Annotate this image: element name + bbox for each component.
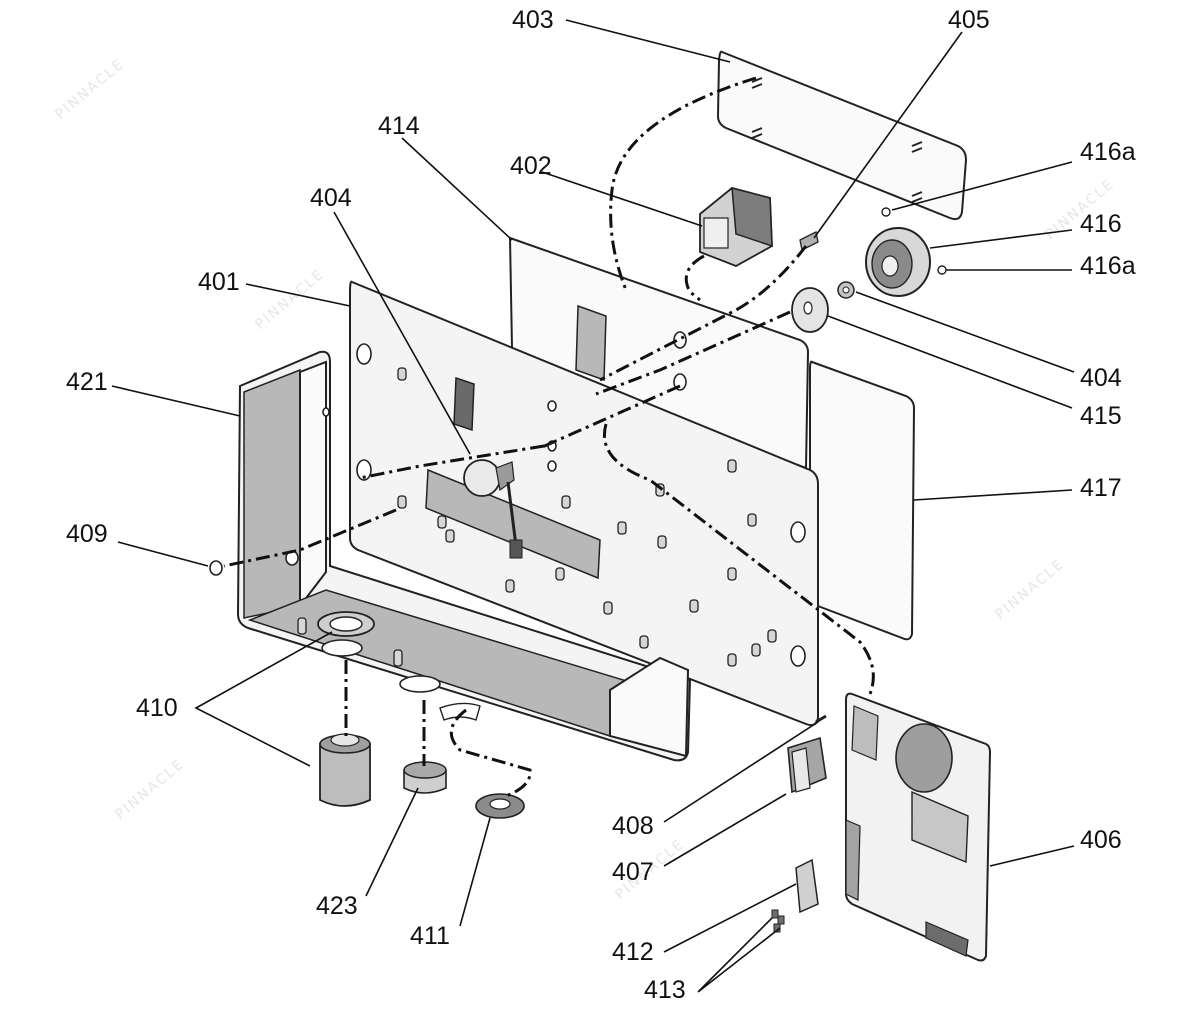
callout-421: 421 [66, 368, 108, 396]
part-402-switch [699, 187, 773, 267]
part-411-grommet [475, 793, 525, 819]
plate-401-slots [397, 367, 777, 667]
leader-lines [111, 19, 1075, 993]
part-405-screw [799, 231, 819, 251]
watermark-text: PINNACLE [112, 756, 188, 823]
part-412-header [795, 858, 819, 914]
part-408-pin [815, 714, 827, 724]
part-409-screw [209, 560, 223, 576]
callout-416: 416 [1080, 210, 1122, 238]
callout-417: 417 [1080, 474, 1122, 502]
part-423-bushing [403, 761, 447, 794]
part-416-gauge [865, 207, 947, 297]
callout-406: 406 [1080, 826, 1122, 854]
callout-410: 410 [136, 694, 178, 722]
watermark-text: PINNACLE [992, 556, 1068, 623]
callout-416a-top: 416a [1080, 138, 1136, 166]
part-410-cable-gland [317, 611, 375, 807]
callout-409: 409 [66, 520, 108, 548]
callout-408: 408 [612, 812, 654, 840]
callout-404-knob: 404 [310, 184, 352, 212]
callout-402: 402 [510, 152, 552, 180]
part-404-knob [463, 459, 523, 559]
callout-411: 411 [410, 922, 450, 950]
part-421-enclosure [236, 350, 692, 762]
assembly-lines [223, 76, 875, 798]
callout-414: 414 [378, 112, 420, 140]
callout-404-nut: 404 [1080, 364, 1122, 392]
callout-401: 401 [198, 268, 240, 296]
part-403-cover-plate [716, 50, 968, 221]
part-417-side-plate [809, 360, 916, 641]
part-404-nut [837, 281, 855, 299]
callout-413: 413 [644, 976, 686, 1004]
callout-405: 405 [948, 6, 990, 34]
callout-labels: 403 405 414 402 416a 404 416 416a 401 40… [66, 6, 1136, 1004]
part-413-jumpers [771, 909, 785, 933]
callout-415: 415 [1080, 402, 1122, 430]
part-407-connector [787, 736, 827, 794]
callout-416a-bottom: 416a [1080, 252, 1136, 280]
callout-412: 412 [612, 938, 654, 966]
callout-423: 423 [316, 892, 358, 920]
callout-407: 407 [612, 858, 654, 886]
watermark-text: PINNACLE [52, 56, 128, 123]
callout-403: 403 [512, 6, 554, 34]
part-406-circuit-board [845, 692, 992, 962]
part-415-washer [791, 287, 829, 333]
